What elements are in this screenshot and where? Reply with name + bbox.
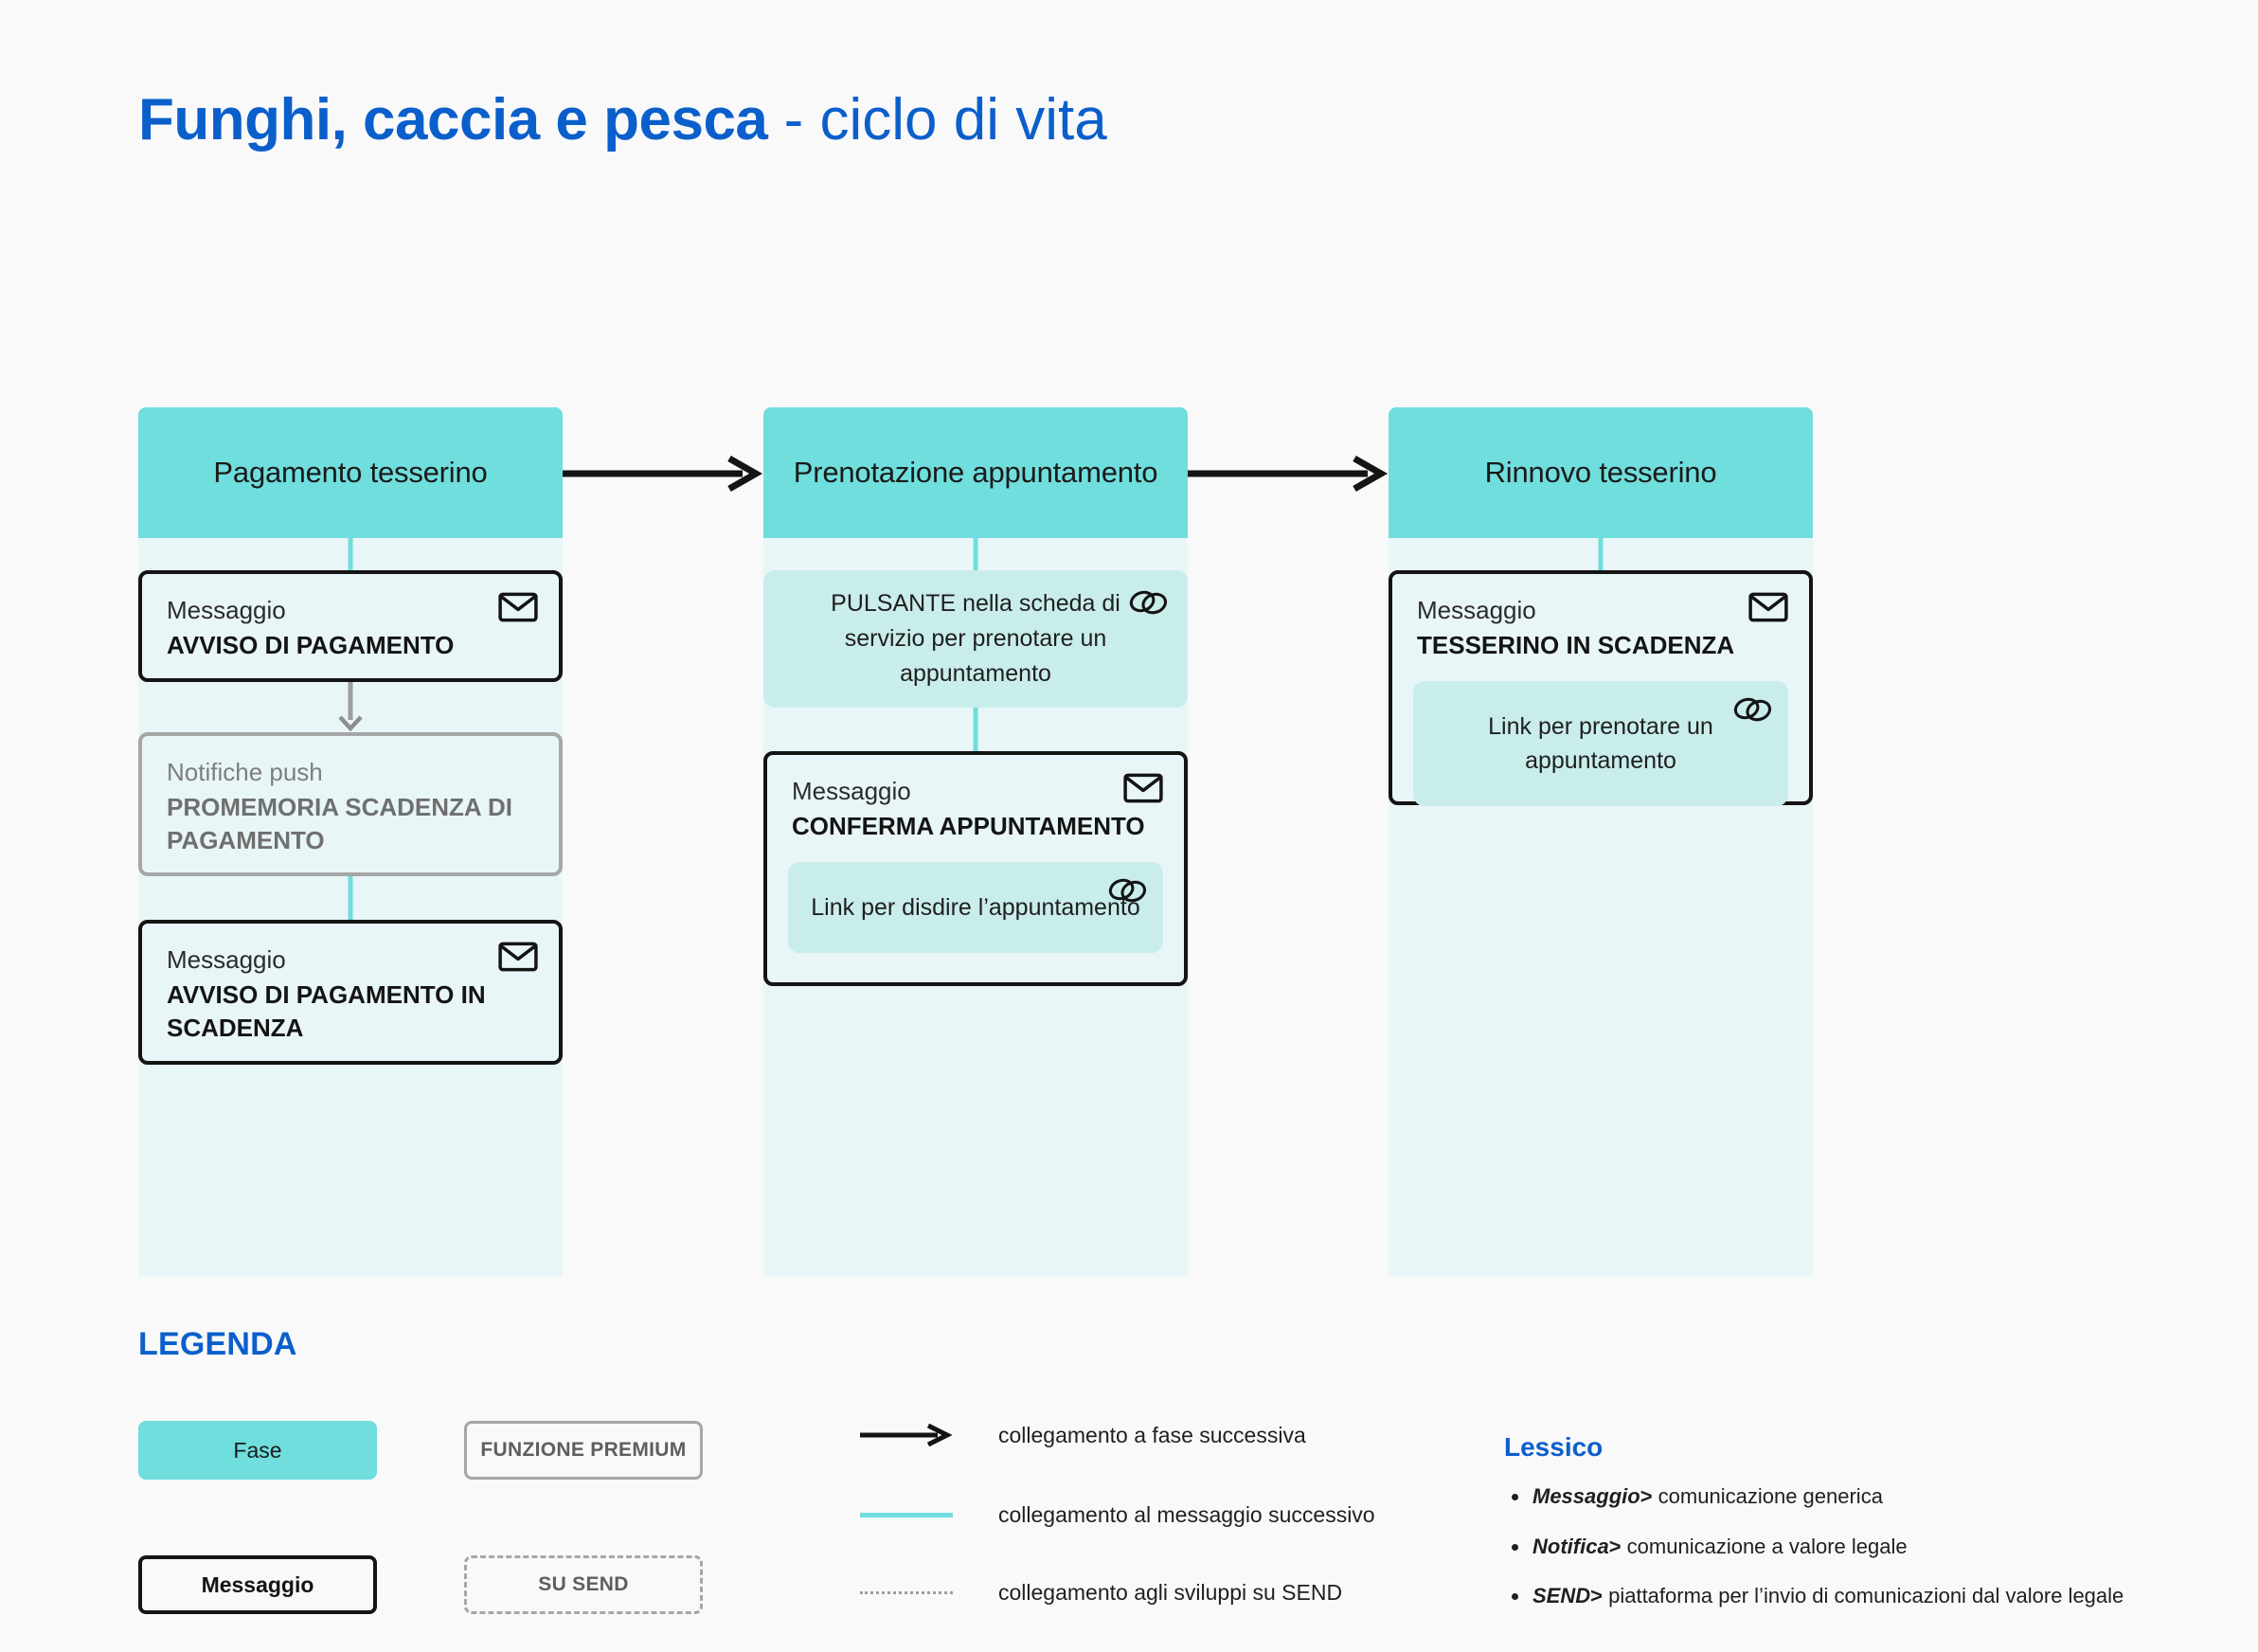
legend-sample-dotted-line [860,1580,953,1605]
phase-arrow-1-to-2 [563,455,763,493]
legend-sample-black-arrow [860,1423,953,1447]
legend-line-label: collegamento agli sviluppi su SEND [998,1579,1343,1605]
legend-chip-label: SU SEND [538,1573,629,1595]
legend-chip-su-send: SU SEND [464,1555,703,1614]
legend-chip-messaggio: Messaggio [138,1555,377,1614]
link-chip-text: Link per disdire l’appuntamento [811,893,1140,921]
phase-arrow-2-to-3 [1188,455,1389,493]
connector-teal-2 [973,708,978,751]
lessico-section: Lessico Messaggio> comunicazione generic… [1504,1432,2224,1633]
legend-line-label: collegamento al messaggio successivo [998,1501,1375,1527]
lessico-item: Messaggio> comunicazione generica [1512,1483,2224,1511]
box-name-label: AVVISO DI PAGAMENTO [167,630,455,659]
lessico-term: Notifica [1532,1534,1609,1558]
lessico-separator: > [1608,1534,1622,1558]
connector-gray-arrow-line [348,682,353,720]
phase-body-pagamento-tesserino: Messaggio AVVISO DI PAGAMENTO Notifiche … [138,538,563,1277]
message-box-conferma-appuntamento[interactable]: Messaggio CONFERMA APPUNTAMENTO Link per… [763,751,1188,986]
page-title-light: - ciclo di vita [767,87,1107,153]
link-icon [1108,878,1147,903]
message-box-tesserino-in-scadenza[interactable]: Messaggio TESSERINO IN SCADENZA Link per… [1389,570,1813,807]
legend-title: LEGENDA [138,1326,297,1362]
arrow-right-icon [860,1423,953,1447]
page-title-strong: Funghi, caccia e pesca [138,87,768,153]
phase-title: Prenotazione appuntamento [793,456,1158,490]
link-chip-disdire-appuntamento[interactable]: Link per disdire l’appuntamento [788,861,1163,954]
envelope-icon [498,942,538,972]
phase-header-prenotazione-appuntamento[interactable]: Prenotazione appuntamento [763,407,1188,538]
phase-column-rinnovo-tesserino: Rinnovo tesserino Messaggio TESSERINO IN… [1389,407,1813,1277]
message-box-avviso-di-pagamento-in-scadenza[interactable]: Messaggio AVVISO DI PAGAMENTO IN SCADENZ… [138,920,563,1065]
page-title: Funghi, caccia e pesca - ciclo di vita [138,91,1107,150]
push-box-promemoria-scadenza-di-pagamento[interactable]: Notifiche push PROMEMORIA SCADENZA DI PA… [138,732,563,876]
legend-line-label: collegamento a fase successiva [998,1422,1306,1447]
phase-body-rinnovo-tesserino: Messaggio TESSERINO IN SCADENZA Link per… [1389,538,1813,1277]
envelope-icon [1123,773,1163,803]
box-kind-label: Messaggio [792,777,911,805]
phase-column-prenotazione-appuntamento: Prenotazione appuntamento PULSANTE nella… [763,407,1188,1277]
link-chip-prenotare-appuntamento[interactable]: Link per prenotare un appuntamento [1413,680,1788,807]
message-box-avviso-di-pagamento[interactable]: Messaggio AVVISO DI PAGAMENTO [138,570,563,682]
legend-chip-fase: Fase [138,1421,377,1480]
lessico-term: SEND [1532,1584,1591,1608]
box-kind-label: Notifiche push [167,758,323,786]
phase-column-pagamento-tesserino: Pagamento tesserino Messaggio AVVISO DI … [138,407,563,1277]
lessico-separator: > [1590,1584,1603,1608]
legend-line-row-fase-successiva: collegamento a fase successiva [860,1421,1306,1449]
box-kind-label: Messaggio [1417,596,1536,624]
box-text: PULSANTE nella scheda di servizio per pr… [831,590,1120,687]
lessico-term: Messaggio [1532,1484,1640,1508]
phase-body-prenotazione-appuntamento: PULSANTE nella scheda di servizio per pr… [763,538,1188,1277]
link-chip-text: Link per prenotare un appuntamento [1488,712,1713,775]
legend-chip-label: Fase [233,1437,282,1463]
lessico-definition: comunicazione generica [1652,1484,1883,1508]
lessico-item: SEND> piattaforma per l’invio di comunic… [1512,1583,2224,1610]
lessico-item: Notifica> comunicazione a valore legale [1512,1534,2224,1561]
envelope-icon [1748,592,1788,622]
connector-teal-1 [973,538,978,570]
dotted-line-icon [860,1591,953,1594]
phase-title: Pagamento tesserino [213,456,488,490]
phase-header-rinnovo-tesserino[interactable]: Rinnovo tesserino [1389,407,1813,538]
legend-sample-teal-line [860,1502,953,1527]
phase-header-pagamento-tesserino[interactable]: Pagamento tesserino [138,407,563,538]
teal-line-icon [860,1513,953,1517]
lessico-title: Lessico [1504,1432,1604,1462]
legend-line-row-messaggio-successivo: collegamento al messaggio successivo [860,1500,1375,1529]
link-icon [1129,590,1168,615]
legend-chip-label: Messaggio [201,1571,314,1597]
connector-teal-1 [348,538,353,570]
connector-teal-1 [1598,538,1604,570]
lessico-list: Messaggio> comunicazione generica Notifi… [1504,1483,2224,1610]
box-kind-label: Messaggio [167,945,286,974]
box-name-label: CONFERMA APPUNTAMENTO [792,811,1145,840]
lessico-separator: > [1640,1484,1653,1508]
link-icon [1733,697,1772,722]
legend-chip-label: FUNZIONE PREMIUM [480,1439,687,1461]
legend-line-row-sviluppi-su-send: collegamento agli sviluppi su SEND [860,1578,1342,1607]
action-box-pulsante-scheda-servizio[interactable]: PULSANTE nella scheda di servizio per pr… [763,570,1188,708]
connector-teal-2 [348,876,353,920]
box-name-label: PROMEMORIA SCADENZA DI PAGAMENTO [167,792,512,854]
box-name-label: AVVISO DI PAGAMENTO IN SCADENZA [167,979,486,1042]
box-name-label: TESSERINO IN SCADENZA [1417,630,1735,659]
box-kind-label: Messaggio [167,596,286,624]
legend-chip-funzione-premium: FUNZIONE PREMIUM [464,1421,703,1480]
lessico-definition: comunicazione a valore legale [1621,1534,1908,1558]
phase-title: Rinnovo tesserino [1484,456,1717,490]
envelope-icon [498,592,538,622]
arrow-down-icon [338,715,363,731]
lessico-definition: piattaforma per l’invio di comunicazioni… [1602,1584,2124,1608]
